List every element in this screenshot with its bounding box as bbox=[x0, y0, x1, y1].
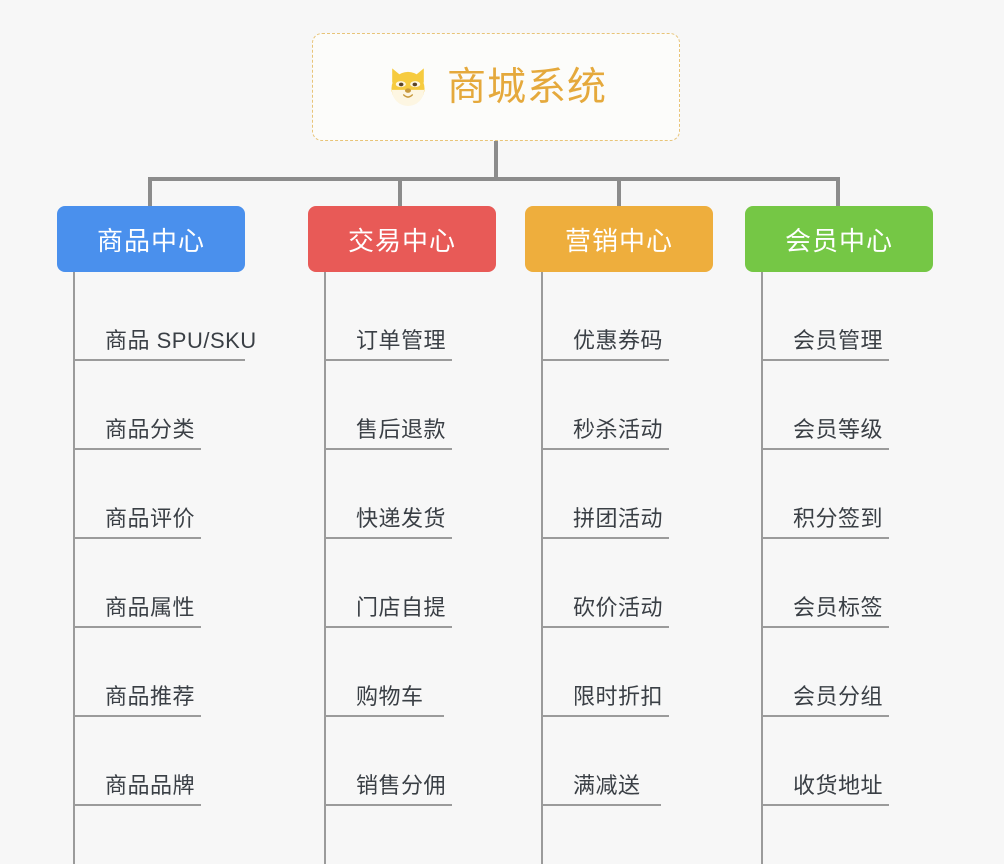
column-member-center: 会员中心 会员管理 会员等级 积分签到 会员标签 会员分组 收货地址 bbox=[745, 206, 933, 864]
column-product-center: 商品中心 商品 SPU/SKU 商品分类 商品评价 商品属性 商品推荐 商品品牌 bbox=[57, 206, 256, 864]
list-item[interactable]: 销售分佣 bbox=[324, 717, 496, 806]
list-item-label: 积分签到 bbox=[793, 505, 884, 531]
list-item-label: 门店自提 bbox=[356, 594, 447, 620]
root-node[interactable]: 商城系统 bbox=[312, 33, 680, 141]
list-item[interactable]: 积分签到 bbox=[761, 450, 933, 539]
list-item-label: 商品属性 bbox=[105, 594, 196, 620]
column-marketing-center: 营销中心 优惠券码 秒杀活动 拼团活动 砍价活动 限时折扣 满减送 bbox=[525, 206, 713, 864]
list-item-label: 销售分佣 bbox=[356, 772, 447, 798]
list-item[interactable]: 限时折扣 bbox=[541, 628, 713, 717]
list-item-label: 会员等级 bbox=[793, 416, 884, 442]
shiba-dog-face-icon bbox=[385, 64, 431, 110]
list-item[interactable]: 商品推荐 bbox=[73, 628, 245, 717]
category-header-member-center[interactable]: 会员中心 bbox=[745, 206, 933, 272]
list-item[interactable]: 会员等级 bbox=[761, 361, 933, 450]
list-item[interactable]: 会员分组 bbox=[761, 628, 933, 717]
list-item-label: 限时折扣 bbox=[573, 683, 664, 709]
category-header-label: 交易中心 bbox=[347, 225, 456, 256]
leaf-list-trade-center: 订单管理 售后退款 快递发货 门店自提 购物车 销售分佣 bbox=[308, 272, 496, 864]
category-header-label: 会员中心 bbox=[784, 225, 893, 256]
leaf-spine bbox=[761, 272, 763, 864]
list-item[interactable]: 购物车 bbox=[324, 628, 496, 717]
root-title: 商城系统 bbox=[446, 65, 607, 109]
connector-bus bbox=[148, 177, 840, 181]
list-item[interactable]: 商品品牌 bbox=[73, 717, 245, 806]
leaf-list-product-center: 商品 SPU/SKU 商品分类 商品评价 商品属性 商品推荐 商品品牌 bbox=[57, 272, 256, 864]
list-item-label: 购物车 bbox=[356, 683, 424, 709]
list-item-label: 优惠券码 bbox=[573, 327, 664, 353]
list-item-label: 会员管理 bbox=[793, 327, 884, 353]
list-item[interactable]: 商品 SPU/SKU bbox=[73, 272, 256, 361]
list-item-label: 商品 SPU/SKU bbox=[105, 327, 257, 353]
list-item[interactable]: 快递发货 bbox=[324, 450, 496, 539]
list-item[interactable]: 门店自提 bbox=[324, 539, 496, 628]
connector-drop-2 bbox=[398, 179, 402, 209]
list-item[interactable]: 满减送 bbox=[541, 717, 713, 806]
list-item[interactable]: 售后退款 bbox=[324, 361, 496, 450]
list-item[interactable]: 收货地址 bbox=[761, 717, 933, 806]
column-trade-center: 交易中心 订单管理 售后退款 快递发货 门店自提 购物车 销售分佣 bbox=[308, 206, 496, 864]
list-item-label: 商品推荐 bbox=[105, 683, 196, 709]
list-item[interactable]: 砍价活动 bbox=[541, 539, 713, 628]
list-item-label: 商品评价 bbox=[105, 505, 196, 531]
leaf-list-marketing-center: 优惠券码 秒杀活动 拼团活动 砍价活动 限时折扣 满减送 bbox=[525, 272, 713, 864]
leaf-spine bbox=[324, 272, 326, 864]
list-item-label: 会员分组 bbox=[793, 683, 884, 709]
list-item[interactable]: 订单管理 bbox=[324, 272, 496, 361]
list-item-label: 秒杀活动 bbox=[573, 416, 664, 442]
list-item-label: 售后退款 bbox=[356, 416, 447, 442]
category-header-trade-center[interactable]: 交易中心 bbox=[308, 206, 496, 272]
list-item[interactable]: 优惠券码 bbox=[541, 272, 713, 361]
leaf-spine bbox=[73, 272, 75, 864]
list-item-label: 商品分类 bbox=[105, 416, 196, 442]
category-header-label: 商品中心 bbox=[96, 225, 205, 256]
list-item[interactable]: 会员标签 bbox=[761, 539, 933, 628]
list-item-label: 订单管理 bbox=[356, 327, 447, 353]
list-item-label: 砍价活动 bbox=[573, 594, 664, 620]
connector-drop-3 bbox=[617, 179, 621, 209]
connector-drop-1 bbox=[148, 179, 152, 209]
leaf-spine bbox=[541, 272, 543, 864]
category-header-marketing-center[interactable]: 营销中心 bbox=[525, 206, 713, 272]
list-item[interactable]: 拼团活动 bbox=[541, 450, 713, 539]
list-item[interactable]: 秒杀活动 bbox=[541, 361, 713, 450]
category-header-label: 营销中心 bbox=[564, 225, 673, 256]
leaf-list-member-center: 会员管理 会员等级 积分签到 会员标签 会员分组 收货地址 bbox=[745, 272, 933, 864]
connector-stem bbox=[494, 141, 498, 179]
connector-drop-4 bbox=[836, 179, 840, 209]
list-item-label: 收货地址 bbox=[793, 772, 884, 798]
list-item[interactable]: 商品评价 bbox=[73, 450, 245, 539]
list-item[interactable]: 商品分类 bbox=[73, 361, 245, 450]
mindmap-diagram: 商城系统 商品中心 商品 SPU/SKU 商品分类 商品评价 商品属性 商品推荐… bbox=[57, 33, 933, 864]
list-item-label: 商品品牌 bbox=[105, 772, 196, 798]
list-item-label: 会员标签 bbox=[793, 594, 884, 620]
list-item[interactable]: 会员管理 bbox=[761, 272, 933, 361]
list-item-label: 拼团活动 bbox=[573, 505, 664, 531]
category-header-product-center[interactable]: 商品中心 bbox=[57, 206, 245, 272]
list-item[interactable]: 商品属性 bbox=[73, 539, 245, 628]
list-item-label: 满减送 bbox=[573, 772, 641, 798]
list-item-label: 快递发货 bbox=[356, 505, 447, 531]
